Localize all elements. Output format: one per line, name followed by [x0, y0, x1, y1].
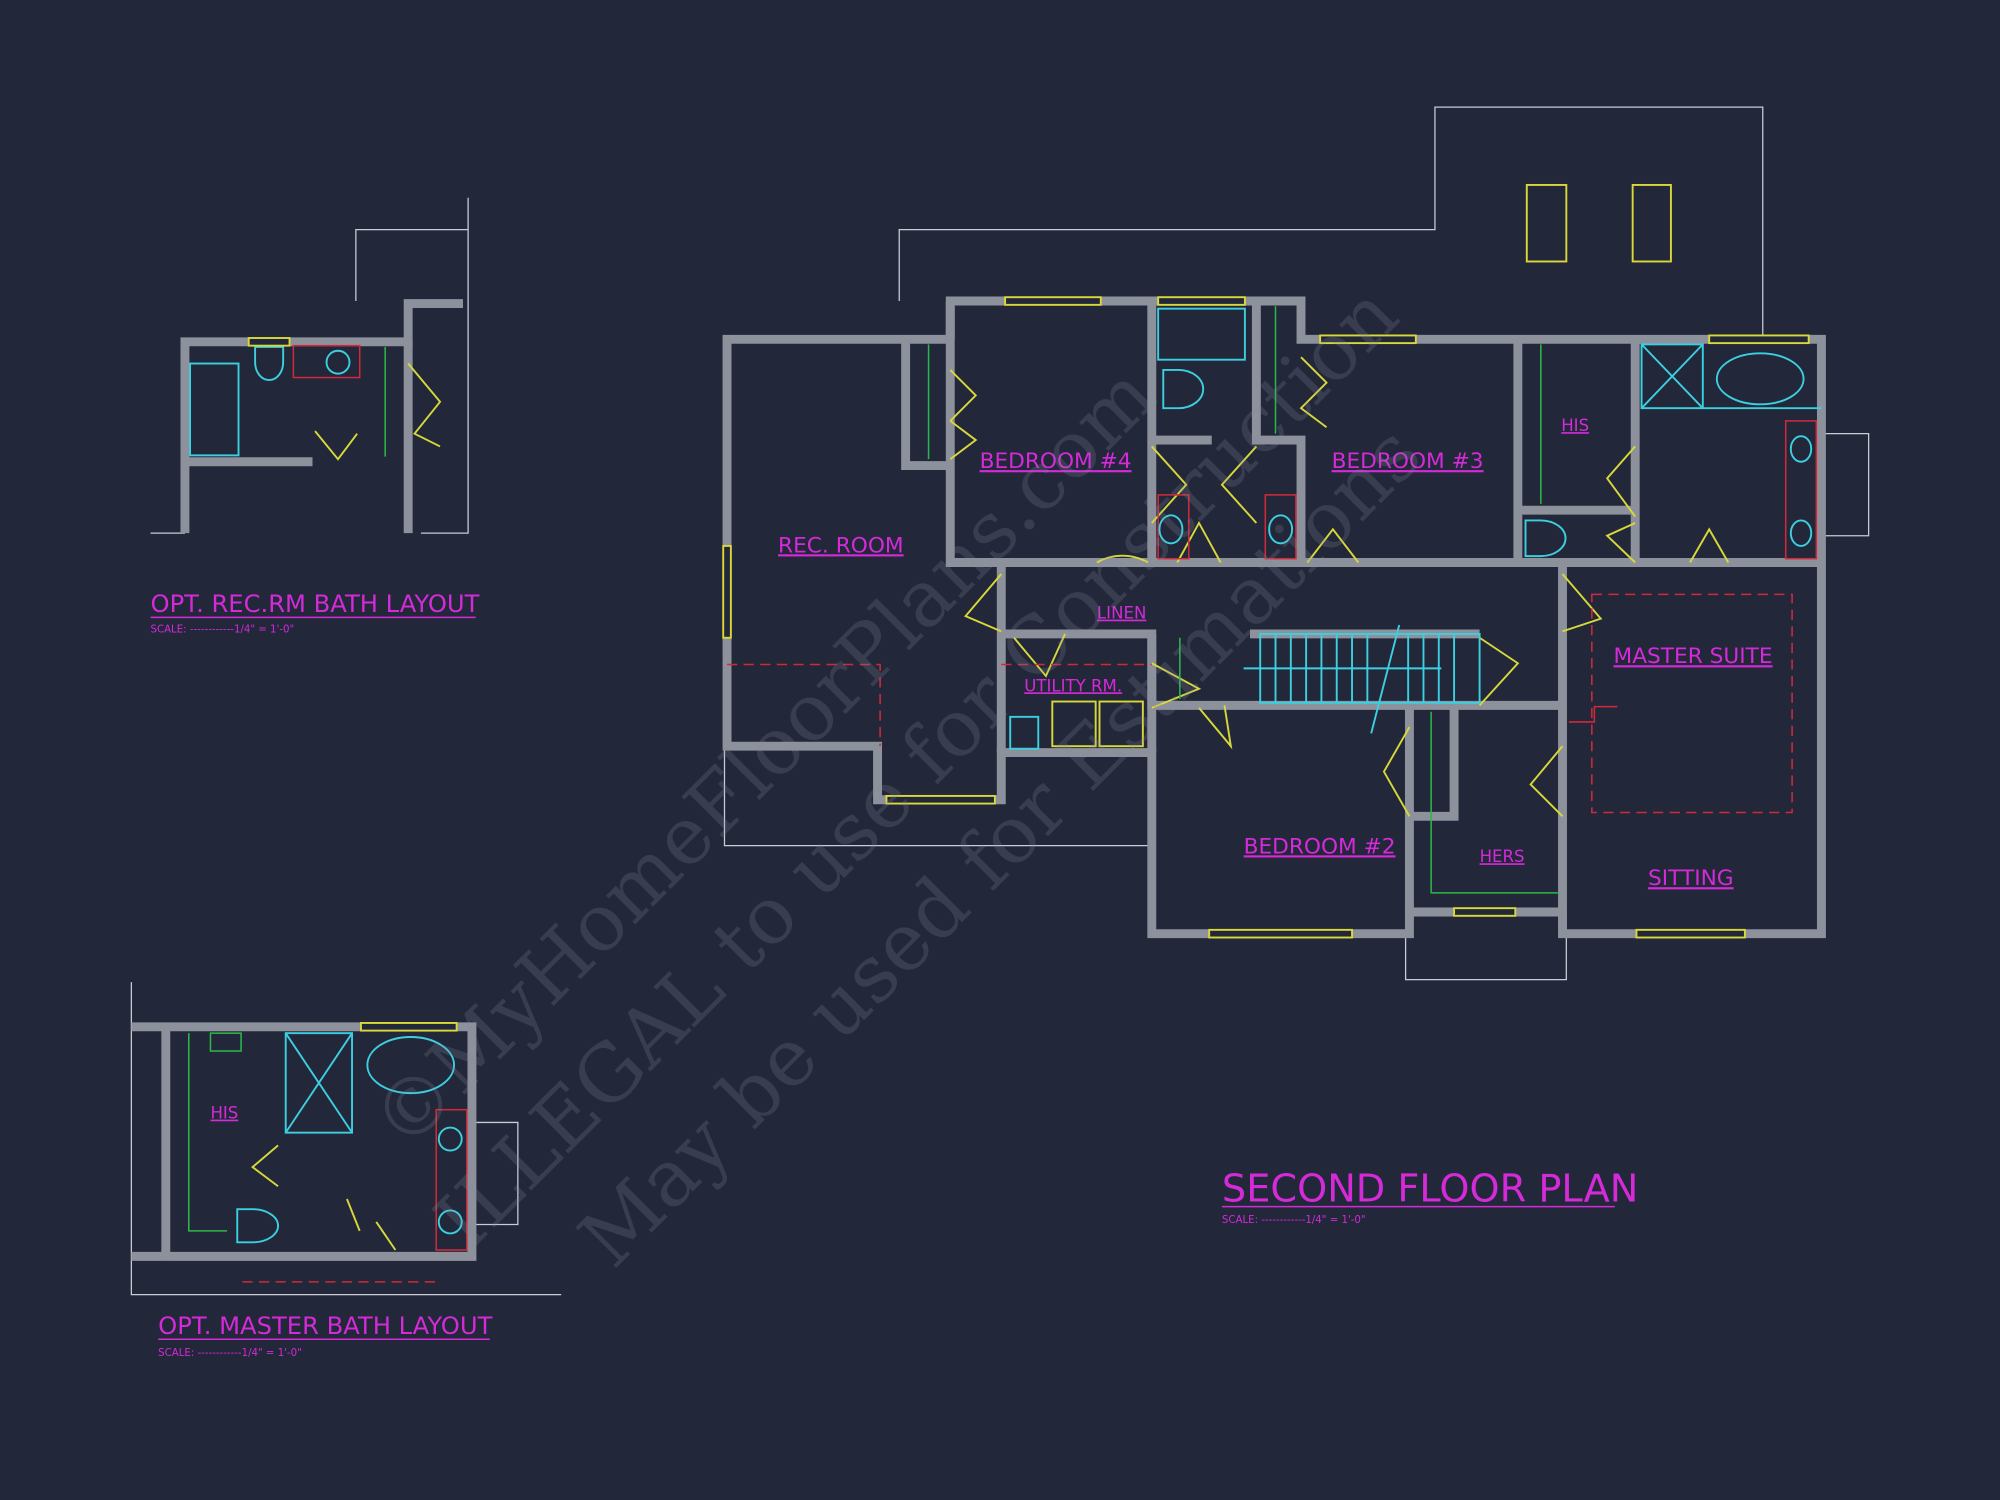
- master-bath-inset: HIS OPT. MASTER BATH LAYOUT SCALE: -----…: [130, 982, 562, 1359]
- watermark-line-2: ILLEGAL to use for Construction: [417, 268, 1415, 1266]
- plan-scale: SCALE: ------------1/4" = 1'-0": [1222, 1215, 1366, 1226]
- second-floor-plan: REC. ROOM BEDROOM #4 BEDROOM #3 HIS MAST…: [722, 106, 1870, 1226]
- bathtub: [1157, 307, 1246, 361]
- skylight: [1525, 183, 1568, 263]
- label-sitting: SITTING: [1648, 866, 1734, 891]
- ceiling-lines: [727, 306, 1793, 894]
- label-his: HIS: [1561, 416, 1589, 435]
- doors: [949, 356, 1730, 818]
- master-bath-title: OPT. MASTER BATH LAYOUT: [158, 1312, 492, 1340]
- label-rec-room: REC. ROOM: [778, 533, 904, 558]
- label-bedroom-2: BEDROOM #2: [1244, 834, 1396, 859]
- bathtub: [1715, 352, 1805, 406]
- rec-bath-scale: SCALE: ------------1/4" = 1'-0": [151, 625, 295, 636]
- toilet: [1162, 368, 1205, 410]
- room-labels: REC. ROOM BEDROOM #4 BEDROOM #3 HIS MAST…: [778, 416, 1773, 891]
- label-utility-room: UTILITY RM.: [1024, 676, 1122, 695]
- label-his-inset: HIS: [210, 1104, 238, 1123]
- rec-bath-title: OPT. REC.RM BATH LAYOUT: [151, 590, 480, 618]
- master-bath-scale: SCALE: ------------1/4" = 1'-0": [158, 1348, 302, 1359]
- utility-sink: [1009, 715, 1040, 750]
- plan-title: SECOND FLOOR PLAN: [1222, 1167, 1638, 1212]
- toilet: [1524, 519, 1567, 558]
- plumbing-fixtures: [1009, 307, 1822, 750]
- label-master-suite: MASTER SUITE: [1614, 644, 1773, 669]
- dryer: [1098, 700, 1144, 748]
- rec-room-bath-inset: OPT. REC.RM BATH LAYOUT SCALE: ---------…: [150, 197, 480, 636]
- shower: [1640, 343, 1704, 410]
- skylight: [1631, 183, 1672, 263]
- exterior-wall: [722, 296, 1826, 939]
- staircase[interactable]: [1243, 624, 1481, 734]
- interior-walls: [901, 301, 1822, 934]
- washer: [1051, 700, 1097, 748]
- sink: [1268, 514, 1294, 545]
- sink: [1158, 514, 1184, 545]
- roof-outline: [723, 106, 1870, 981]
- windows: [722, 296, 1810, 939]
- label-bedroom-4: BEDROOM #4: [980, 449, 1132, 474]
- label-hers: HERS: [1480, 847, 1525, 866]
- label-bedroom-3: BEDROOM #3: [1332, 449, 1484, 474]
- label-linen: LINEN: [1097, 604, 1146, 623]
